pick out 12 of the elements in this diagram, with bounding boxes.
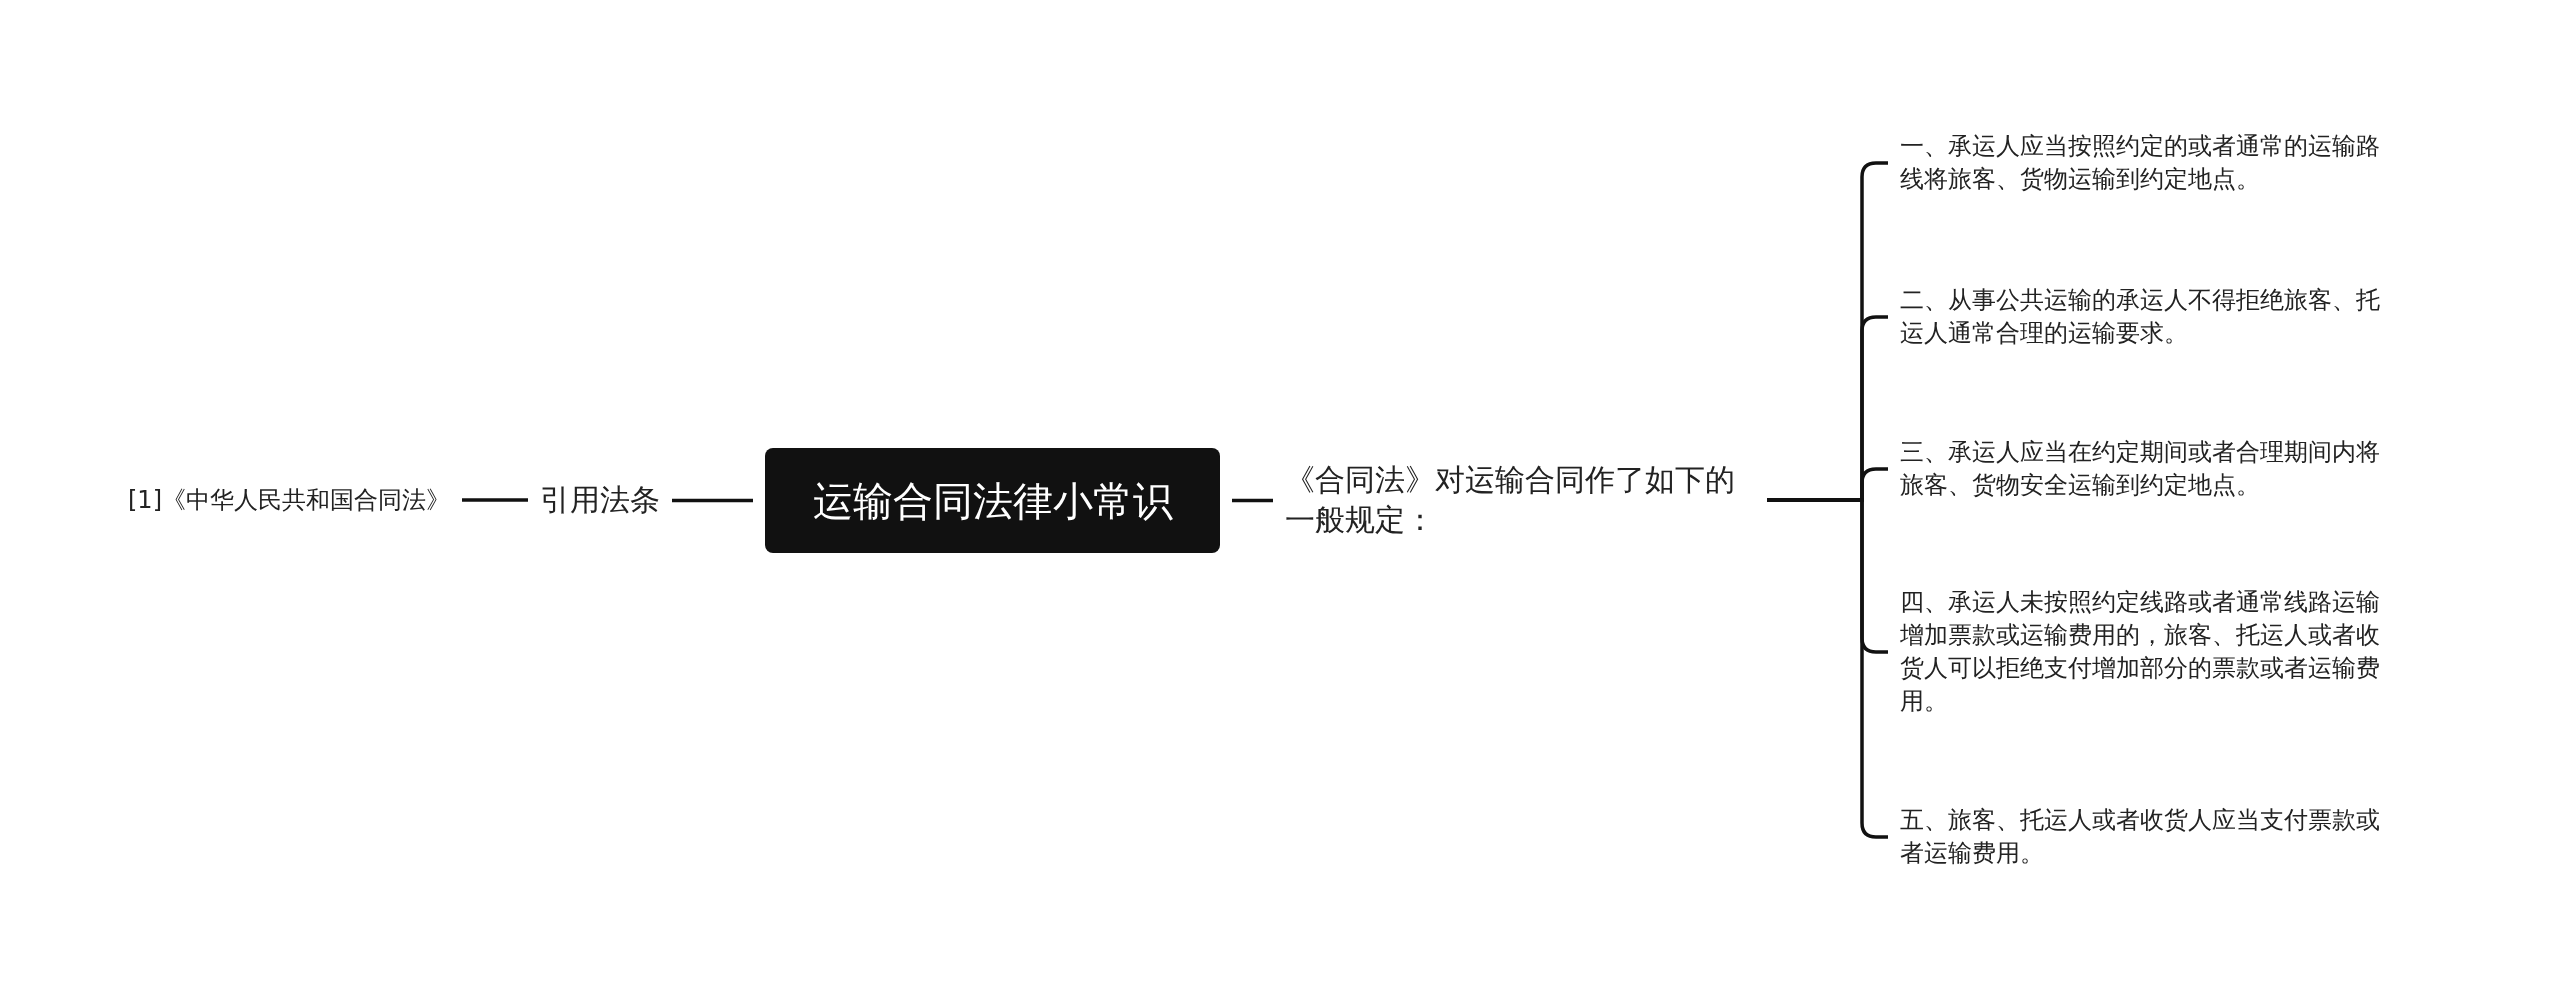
rule-topic: 五、旅客、托运人或者收货人应当支付票款或者运输费用。	[1900, 804, 2390, 870]
connector-line	[672, 498, 753, 503]
rule-topic: 四、承运人未按照约定线路或者通常线路运输增加票款或运输费用的，旅客、托运人或者收货人可以拒绝支付增加部分的票款或者运输费用。	[1900, 586, 2390, 718]
branch-topic: 引用法条	[540, 480, 660, 520]
connector-line	[1232, 498, 1273, 503]
reference-topic: [1]《中华人民共和国合同法》	[128, 484, 450, 516]
branch-topic: 《合同法》对运输合同作了如下的一般规定：	[1285, 460, 1755, 540]
rule-topic: 一、承运人应当按照约定的或者通常的运输路线将旅客、货物运输到约定地点。	[1900, 130, 2390, 196]
rule-topic: 二、从事公共运输的承运人不得拒绝旅客、托运人通常合理的运输要求。	[1900, 284, 2390, 350]
rule-topic: 三、承运人应当在约定期间或者合理期间内将旅客、货物安全运输到约定地点。	[1900, 436, 2390, 502]
connector-line	[462, 498, 528, 502]
root-topic-box: 运输合同法律小常识	[765, 448, 1220, 553]
